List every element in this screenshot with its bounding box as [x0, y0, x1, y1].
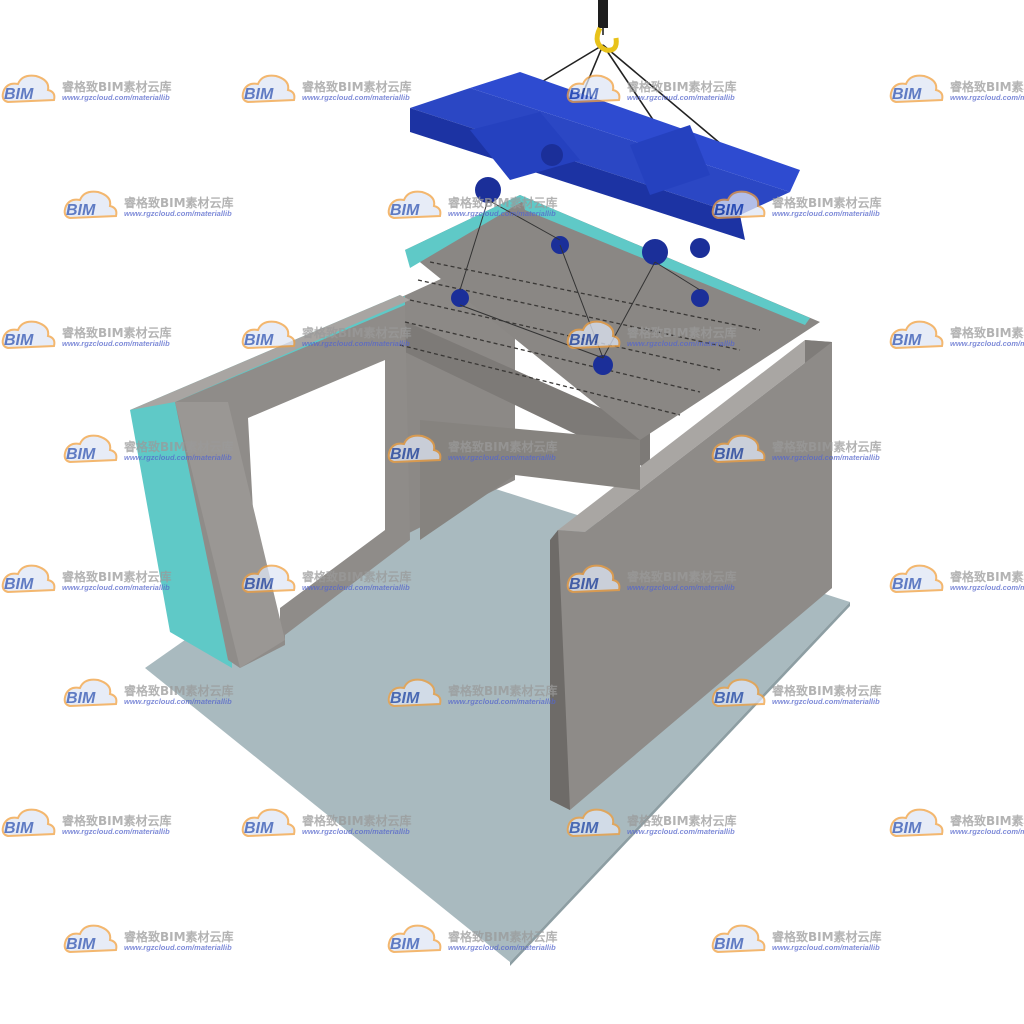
left-wall-jamb [175, 402, 285, 668]
crane-hook [594, 0, 619, 53]
roof-slab-insulation [405, 195, 525, 268]
inner-back-wall [420, 420, 640, 540]
left-wall-top [130, 295, 410, 410]
spreader-beam [410, 72, 800, 375]
right-wall-edge [550, 530, 570, 810]
slab-rebar-trusses [399, 261, 761, 416]
roof-slab-top [405, 195, 820, 440]
roof-slab-underside [380, 310, 650, 470]
